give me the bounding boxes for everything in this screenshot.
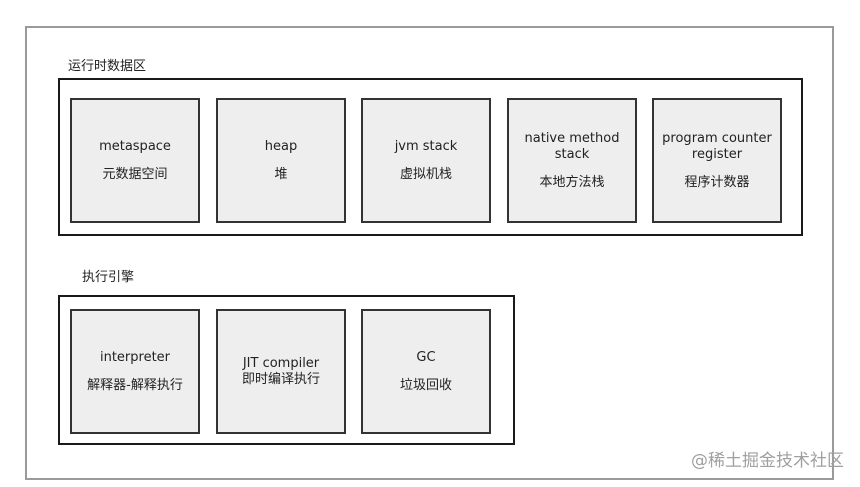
node-metaspace-zh: 元数据空间	[102, 166, 168, 182]
node-heap-zh: 堆	[274, 166, 288, 182]
node-jvm-stack-en: jvm stack	[394, 138, 458, 154]
node-jit-compiler-en: JIT compiler	[242, 355, 320, 371]
node-jit-compiler-zh: 即时编译执行	[241, 371, 320, 387]
node-jit-compiler: JIT compiler 即时编译执行	[216, 309, 346, 434]
node-program-counter-register: program counter register 程序计数器	[652, 98, 782, 223]
node-gc: GC 垃圾回收	[361, 309, 491, 434]
execution-engine-label: 执行引擎	[82, 270, 135, 285]
node-native-method-stack-en: native method stack	[524, 130, 620, 162]
node-program-counter-register-zh: 程序计数器	[684, 174, 750, 190]
node-program-counter-register-en: program counter register	[662, 130, 772, 162]
watermark: @稀土掘金技术社区	[691, 451, 844, 471]
node-native-method-stack-zh: 本地方法栈	[539, 174, 605, 190]
node-jvm-stack: jvm stack 虚拟机栈	[361, 98, 491, 223]
node-native-method-stack: native method stack 本地方法栈	[507, 98, 637, 223]
node-interpreter-zh: 解释器-解释执行	[87, 377, 183, 393]
node-jvm-stack-zh: 虚拟机栈	[399, 166, 452, 182]
node-interpreter-en: interpreter	[99, 349, 171, 365]
node-heap-en: heap	[264, 138, 298, 154]
node-heap: heap 堆	[216, 98, 346, 223]
node-interpreter: interpreter 解释器-解释执行	[70, 309, 200, 434]
node-metaspace-en: metaspace	[99, 138, 171, 154]
node-metaspace: metaspace 元数据空间	[70, 98, 200, 223]
runtime-area-label: 运行时数据区	[68, 59, 147, 74]
node-gc-en: GC	[416, 349, 436, 365]
diagram-canvas	[25, 26, 834, 480]
node-gc-zh: 垃圾回收	[399, 377, 452, 393]
